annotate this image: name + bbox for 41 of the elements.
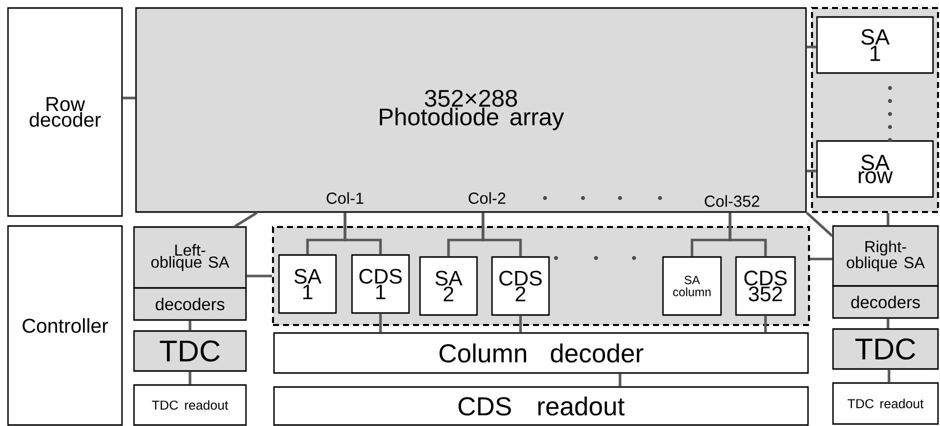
connector-line bbox=[188, 320, 192, 330]
decoder-block: decoders bbox=[133, 287, 247, 321]
column-label: Col-352 bbox=[704, 195, 760, 207]
amplifier-box: SA 1 bbox=[278, 254, 337, 314]
readout-block: TDC readout bbox=[832, 382, 939, 425]
cds-box: CDS 1 bbox=[351, 254, 410, 314]
readout-block: TDC readout bbox=[133, 384, 247, 426]
connector-line bbox=[618, 374, 622, 386]
amplifier-block: Right-oblique SA bbox=[832, 225, 939, 287]
connector-line bbox=[886, 318, 890, 328]
tdc-block: TDC bbox=[133, 330, 247, 372]
controller-block: Controller bbox=[7, 225, 123, 426]
amplifier-block: Left-oblique SA bbox=[133, 226, 247, 289]
readout-block: CDS readout bbox=[273, 386, 809, 426]
connector-line bbox=[188, 372, 192, 384]
amplifier-box: SA 1 bbox=[816, 16, 934, 74]
amplifier-box: SA 2 bbox=[419, 256, 478, 316]
decoder-block: decoders bbox=[832, 285, 939, 319]
connector-line bbox=[344, 212, 382, 254]
tdc-block: TDC bbox=[832, 328, 939, 370]
column-label: Col-2 bbox=[468, 192, 506, 204]
cds-box: CDS 352 bbox=[735, 256, 796, 316]
amplifier-box: SA row bbox=[816, 140, 934, 198]
decoder-block: Column decoder bbox=[273, 332, 809, 374]
connector-line bbox=[888, 370, 890, 382]
connector-line bbox=[728, 212, 767, 256]
decoder-block: Row decoder bbox=[7, 7, 123, 217]
connector-line bbox=[810, 258, 832, 260]
connector-line bbox=[806, 46, 816, 48]
connector-line bbox=[379, 314, 382, 332]
connector-line bbox=[519, 316, 522, 332]
connector-line bbox=[886, 213, 890, 226]
connector-line bbox=[234, 212, 258, 228]
connector-line bbox=[246, 274, 272, 278]
connector-line bbox=[764, 316, 767, 332]
cds-box: CDS 2 bbox=[491, 256, 550, 316]
amplifier-box: SA column bbox=[662, 256, 722, 316]
connector-line bbox=[806, 170, 816, 172]
column-label: Col-1 bbox=[326, 192, 364, 204]
connector-line bbox=[482, 212, 522, 256]
connector-line bbox=[122, 96, 136, 100]
